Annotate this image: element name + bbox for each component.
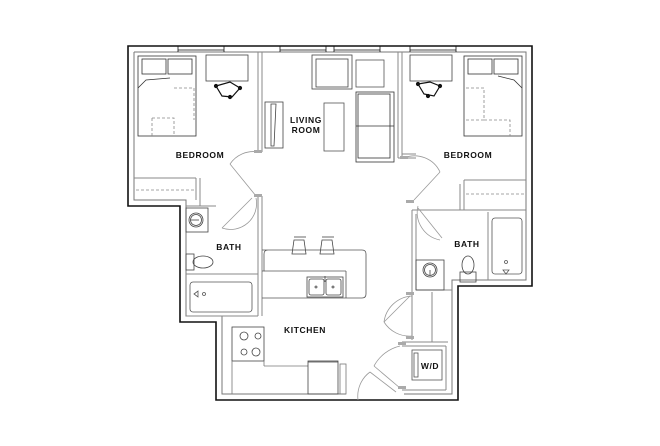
kitchen-counter bbox=[231, 361, 308, 394]
bathtub-left bbox=[189, 281, 253, 313]
room-label-laundry: W/D bbox=[420, 361, 440, 371]
coffee-table bbox=[323, 102, 345, 152]
toilet-left bbox=[185, 253, 214, 271]
doors bbox=[221, 151, 443, 401]
outer-wall bbox=[127, 45, 533, 401]
armchair bbox=[311, 54, 353, 90]
washer-dryer bbox=[411, 349, 443, 381]
bathtub-right bbox=[491, 217, 523, 275]
sink-right bbox=[415, 259, 445, 291]
range bbox=[231, 326, 265, 362]
room-label-bedroom-left: BEDROOM bbox=[175, 150, 225, 160]
double-sink bbox=[306, 276, 344, 298]
windows bbox=[177, 46, 457, 52]
room-label-bath-left: BATH bbox=[216, 242, 242, 252]
kitchen-island bbox=[262, 249, 367, 299]
bed-left bbox=[137, 55, 197, 137]
interior-walls bbox=[134, 52, 526, 391]
pantry bbox=[339, 363, 347, 395]
refrigerator bbox=[307, 360, 339, 395]
room-label-bedroom-right: BEDROOM bbox=[443, 150, 493, 160]
room-label-living-room: LIVING ROOM bbox=[290, 115, 322, 135]
desk-right bbox=[409, 54, 453, 82]
sink-left bbox=[185, 207, 209, 233]
tv-console bbox=[264, 101, 284, 149]
bar-stools bbox=[291, 236, 335, 255]
desk-left bbox=[205, 54, 249, 82]
desk-chair-right bbox=[415, 81, 443, 99]
bed-right bbox=[463, 55, 523, 137]
side-table bbox=[355, 59, 385, 88]
door-jambs bbox=[254, 150, 414, 389]
room-label-bath-right: BATH bbox=[454, 239, 480, 249]
toilet-right bbox=[459, 255, 477, 283]
sofa bbox=[355, 91, 395, 163]
desk-chair-left bbox=[213, 81, 243, 100]
room-label-kitchen: KITCHEN bbox=[284, 325, 326, 335]
